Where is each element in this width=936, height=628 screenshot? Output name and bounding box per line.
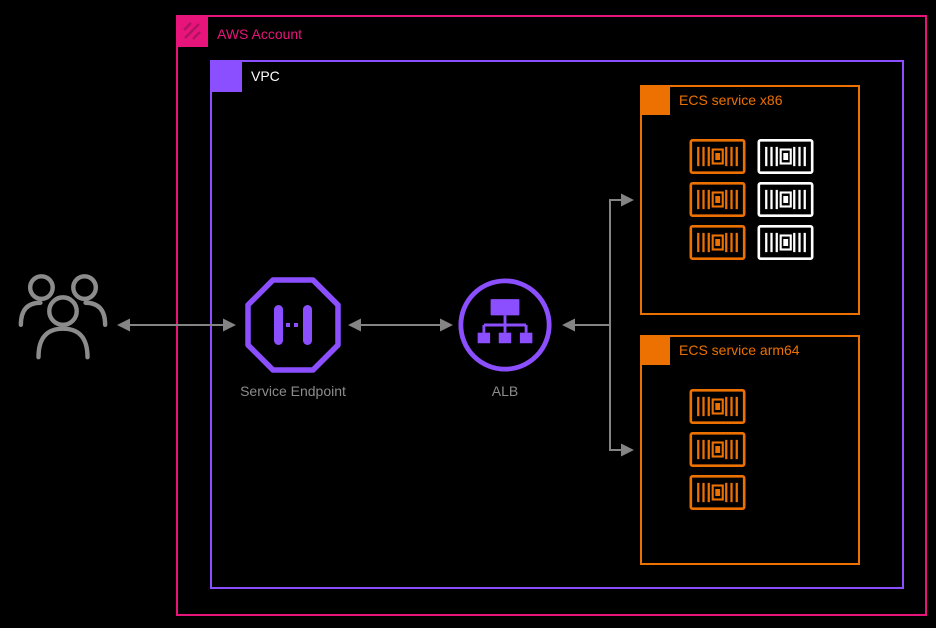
container-icon (686, 139, 749, 174)
container-row (686, 432, 749, 467)
service-endpoint-label: Service Endpoint (240, 383, 346, 399)
alb-label: ALB (491, 383, 519, 399)
aws-account-group: AWS Account VPC ECS service x86 ECS se (176, 15, 927, 616)
container-row (686, 139, 817, 174)
ecs-x86-label: ECS service x86 (679, 92, 783, 108)
container-icon (686, 432, 749, 467)
alb-node: ALB (457, 277, 553, 399)
container-row (686, 225, 817, 260)
container-icon (686, 475, 749, 510)
container-icon (754, 139, 817, 174)
ecs-x86-header: ECS service x86 (640, 85, 782, 115)
users-icon (14, 266, 112, 364)
load-balancer-icon (458, 278, 552, 372)
container-row (686, 182, 817, 217)
ecs-arm64-label: ECS service arm64 (679, 342, 800, 358)
container-icon (686, 225, 749, 260)
service-endpoint-node: Service Endpoint (240, 275, 346, 399)
container-icon (686, 182, 749, 217)
vpc-group: VPC ECS service x86 ECS service arm64 (210, 60, 904, 589)
ecs-service-x86-group: ECS service x86 (640, 85, 860, 315)
ecs-service-arm64-group: ECS service arm64 (640, 335, 860, 565)
aws-account-header: AWS Account (176, 15, 302, 52)
container-row (686, 475, 749, 510)
container-icon (754, 182, 817, 217)
ecs-service-icon (640, 85, 670, 115)
aws-account-label: AWS Account (217, 25, 303, 42)
container-icon (686, 389, 749, 424)
vpc-header: VPC (210, 60, 280, 92)
ecs-arm64-header: ECS service arm64 (640, 335, 800, 365)
endpoint-octagon-icon (245, 277, 341, 373)
ecs-x86-containers (686, 139, 817, 260)
ecs-service-icon (640, 335, 670, 365)
ecs-arm64-containers (686, 389, 749, 510)
container-row (686, 389, 749, 424)
vpc-label: VPC (251, 68, 280, 84)
vpc-icon (210, 60, 242, 92)
aws-account-icon (176, 15, 208, 52)
container-icon (754, 225, 817, 260)
